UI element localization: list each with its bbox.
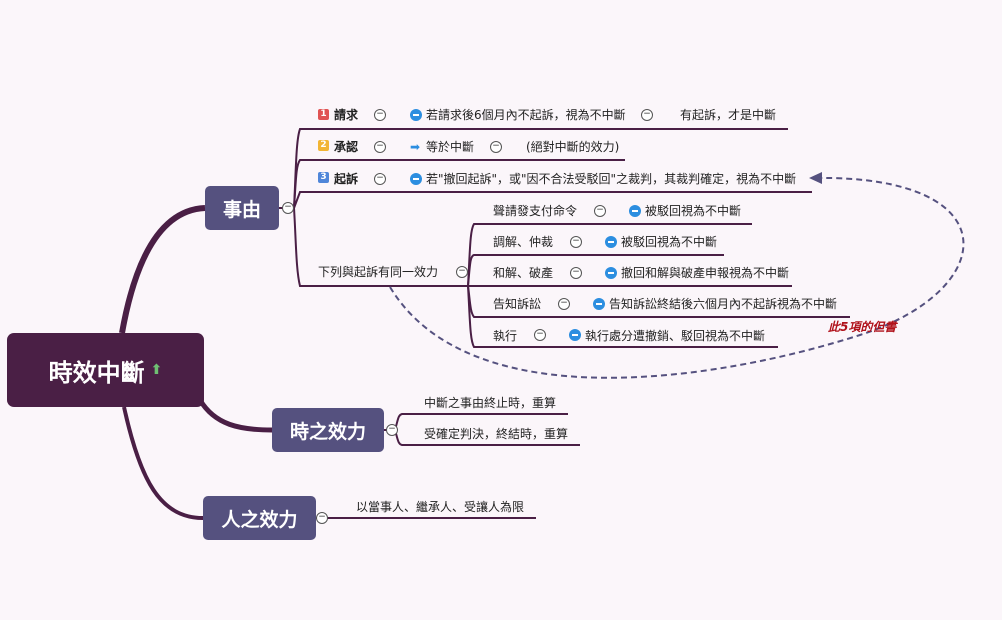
minus-icon — [605, 236, 617, 248]
minus-icon — [410, 173, 422, 185]
reason-acknowledge-sub2[interactable]: (絕對中斷的效力) — [526, 140, 620, 154]
collapse-toggle[interactable]: − — [570, 267, 582, 279]
reason-acknowledge-sub[interactable]: 等於中斷 — [426, 140, 475, 154]
priority-3-icon: 3 — [318, 172, 329, 183]
collapse-toggle[interactable]: − — [282, 202, 294, 214]
minus-icon — [410, 109, 422, 121]
topic-time-effect[interactable]: 時之效力 — [272, 408, 384, 452]
root-topic[interactable]: 時效中斷 ⬆ — [7, 333, 204, 407]
same-effect-sub[interactable]: 被駁回視為不中斷 — [645, 204, 742, 218]
reason-request[interactable]: 請求 — [334, 108, 359, 122]
reason-lawsuit-sub[interactable]: 若"撤回起訴"，或"因不合法受駁回"之裁判，其裁判確定，視為不中斷 — [426, 172, 797, 186]
same-effect-label[interactable]: 下列與起訴有同一效力 — [318, 265, 439, 279]
minus-icon — [605, 267, 617, 279]
minus-icon — [593, 298, 605, 310]
same-effect-sub[interactable]: 告知訴訟終結後六個月內不起訴視為不中斷 — [609, 297, 838, 311]
same-effect-sub[interactable]: 撤回和解與破產申報視為不中斷 — [621, 266, 790, 280]
collapse-toggle[interactable]: − — [456, 266, 468, 278]
collapse-toggle[interactable]: − — [490, 141, 502, 153]
minus-icon — [629, 205, 641, 217]
relationship-note[interactable]: 此5項的但書 — [828, 320, 897, 334]
right-arrow-icon: ➡ — [410, 140, 421, 154]
same-effect-sub[interactable]: 執行處分遭撤銷、駁回視為不中斷 — [585, 329, 766, 343]
reason-acknowledge[interactable]: 承認 — [334, 140, 359, 154]
collapse-toggle[interactable]: − — [594, 205, 606, 217]
upload-arrow-icon: ⬆ — [150, 362, 163, 378]
collapse-toggle[interactable]: − — [558, 298, 570, 310]
same-effect-item[interactable]: 聲請發支付命令 — [493, 204, 578, 218]
topic-reasons[interactable]: 事由 — [205, 186, 279, 230]
collapse-toggle[interactable]: − — [570, 236, 582, 248]
collapse-toggle[interactable]: − — [641, 109, 653, 121]
priority-1-icon: 1 — [318, 109, 329, 120]
collapse-toggle[interactable]: − — [534, 329, 546, 341]
collapse-toggle[interactable]: − — [374, 109, 386, 121]
collapse-toggle[interactable]: − — [374, 141, 386, 153]
collapse-toggle[interactable]: − — [386, 424, 398, 436]
reason-request-sub[interactable]: 若請求後6個月內不起訴，視為不中斷 — [426, 108, 626, 122]
time-effect-item[interactable]: 中斷之事由終止時，重算 — [424, 396, 557, 410]
same-effect-item[interactable]: 執行 — [493, 329, 518, 343]
same-effect-item[interactable]: 告知訴訟 — [493, 297, 542, 311]
root-title: 時效中斷 — [48, 358, 145, 387]
minus-icon — [569, 329, 581, 341]
person-effect-item[interactable]: 以當事人、繼承人、受讓人為限 — [356, 500, 525, 514]
time-effect-item[interactable]: 受確定判決，終結時，重算 — [424, 427, 569, 441]
collapse-toggle[interactable]: − — [374, 173, 386, 185]
reason-request-sub2[interactable]: 有起訴，才是中斷 — [680, 108, 777, 122]
priority-2-icon: 2 — [318, 140, 329, 151]
reason-lawsuit[interactable]: 起訴 — [334, 172, 359, 186]
same-effect-sub[interactable]: 被駁回視為不中斷 — [621, 235, 718, 249]
same-effect-item[interactable]: 和解、破產 — [493, 266, 554, 280]
topic-person-effect[interactable]: 人之效力 — [203, 496, 316, 540]
same-effect-item[interactable]: 調解、仲裁 — [493, 235, 554, 249]
collapse-toggle[interactable]: − — [316, 512, 328, 524]
